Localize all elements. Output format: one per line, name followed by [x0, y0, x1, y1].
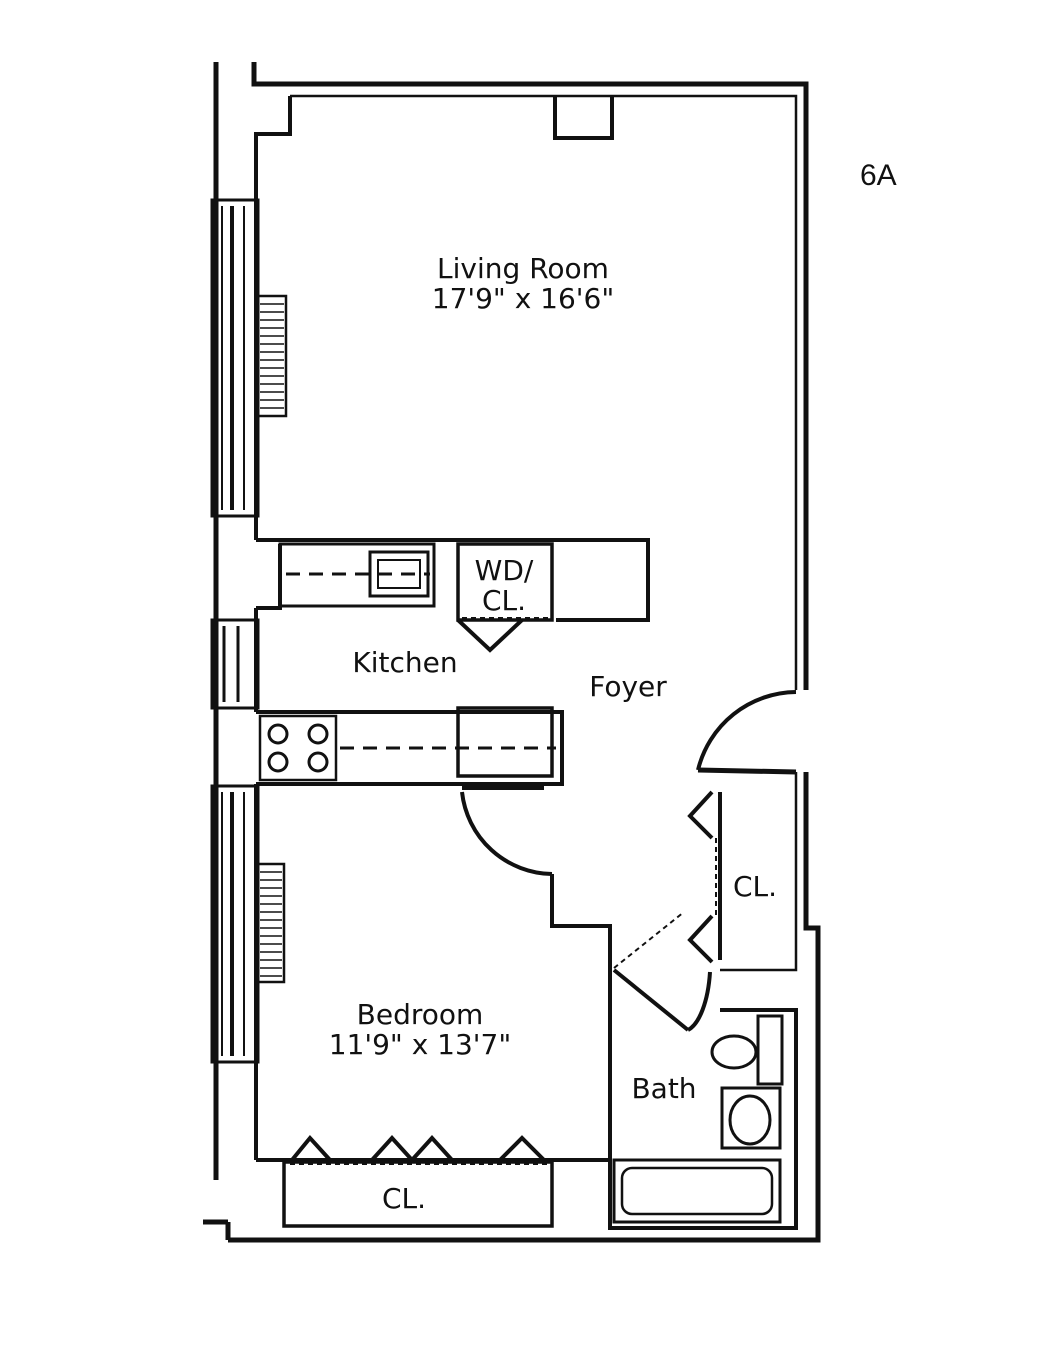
radiators	[256, 294, 288, 984]
bath-fixtures	[608, 1008, 798, 1230]
foyer-name: Foyer	[589, 670, 667, 703]
foyer-closet-name: CL.	[733, 870, 777, 903]
room-labels: Living Room 17'9" x 16'6" WD/ CL. Kitche…	[329, 159, 897, 1215]
windows	[210, 198, 260, 1064]
wd-closet-line1: WD/	[475, 554, 534, 587]
kitchen-name: Kitchen	[352, 646, 457, 679]
doors	[256, 690, 797, 1162]
bedroom-name: Bedroom	[357, 998, 484, 1031]
kitchen-fixtures	[254, 538, 650, 1160]
bedroom-dims: 11'9" x 13'7"	[329, 1028, 511, 1061]
living-room-name: Living Room	[437, 252, 609, 285]
living-room-dims: 17'9" x 16'6"	[432, 282, 614, 315]
wd-closet-line2: CL.	[482, 584, 526, 617]
bedroom-closet-fixtures	[282, 1134, 554, 1228]
unit-label: 6A	[860, 159, 897, 192]
bath-name: Bath	[631, 1072, 696, 1105]
bedroom-closet-name: CL.	[382, 1182, 426, 1215]
exterior-walls	[203, 62, 821, 1243]
